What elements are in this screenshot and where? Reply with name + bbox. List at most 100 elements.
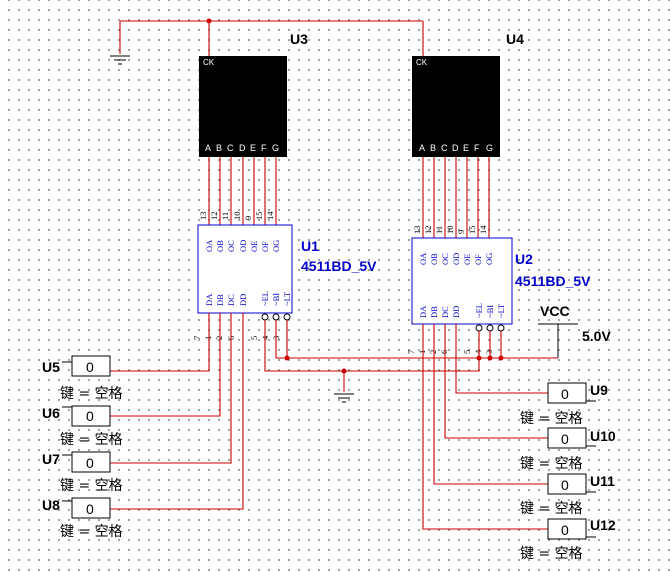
pin-number: 7: [406, 350, 416, 354]
segment-label: F: [474, 143, 480, 153]
pin-name: ~LT: [282, 291, 292, 306]
pin-number: 6: [439, 350, 449, 354]
control-wires: [264, 320, 558, 392]
pin-number: 5: [462, 350, 472, 354]
segment-label: D: [239, 143, 246, 153]
pin-name: OE: [462, 254, 472, 265]
u4-segment-wires: [422, 157, 490, 238]
switch-u10[interactable]: 0: [547, 427, 596, 449]
pin-number: 15: [467, 226, 477, 235]
pin-name: ~BI: [271, 293, 281, 306]
ground-symbol-top: [110, 55, 130, 65]
pin-number: 7: [192, 336, 202, 340]
switch-u8-label: U8: [42, 497, 60, 513]
switch-u5[interactable]: 0: [62, 355, 111, 377]
decoder-u1-part: 4511BD_5V: [301, 258, 377, 274]
switch-u8[interactable]: 0: [62, 497, 111, 519]
display-u4-label: U4: [506, 31, 524, 47]
segment-label: C: [441, 143, 448, 153]
pin-name: OE: [249, 241, 259, 252]
pin-number: 4: [473, 349, 483, 354]
pin-number: 11: [220, 212, 230, 220]
decoder-u1-label: U1: [301, 238, 319, 254]
u3-segment-wires: [208, 157, 277, 225]
pin-number: 1: [203, 336, 213, 340]
pin-name: OG: [484, 253, 494, 265]
switch-value: 0: [86, 408, 94, 424]
pin-name: OB: [429, 253, 439, 265]
segment-label: E: [250, 143, 256, 153]
display-u4[interactable]: CK A B C D E F G: [412, 56, 500, 157]
segment-label: D: [452, 143, 459, 153]
pin-number: 9: [243, 216, 253, 220]
junction-dot: [206, 18, 212, 24]
decoder-u2-label: U2: [515, 251, 533, 267]
pin-name: OD: [451, 253, 461, 265]
segment-label: A: [419, 143, 425, 153]
switch-u5-key: 键 = 空格: [60, 386, 123, 402]
switch-u11[interactable]: 0: [547, 473, 596, 495]
switch-u9-label: U9: [590, 382, 608, 398]
switch-u7-label: U7: [42, 451, 60, 467]
pin-number: 10: [232, 212, 242, 221]
segment-label: G: [272, 143, 279, 153]
u1-output-pins: 13 12 11 10 9 15 14 OA OB OC OD OE OF OG: [198, 211, 281, 252]
pin-name: DB: [429, 306, 439, 318]
switch-u9-key: 键 = 空格: [520, 411, 583, 427]
pin-name: DD: [238, 294, 248, 306]
u2-input-pins: DA DB DC DD ~EL ~BI ~LT 7 1 2 6 5 4 3: [406, 303, 506, 354]
segment-label: B: [430, 143, 436, 153]
u1-control-bubbles: [261, 313, 291, 321]
switch-u5-label: U5: [42, 359, 60, 375]
switch-value: 0: [86, 455, 94, 471]
pin-name: DA: [204, 293, 214, 306]
switch-value: 0: [86, 501, 94, 517]
left-switch-wires: [110, 313, 244, 510]
u2-control-bubbles: [475, 324, 505, 332]
display-clock-label: CK: [203, 58, 215, 67]
pin-number: 13: [412, 226, 422, 235]
switch-u12[interactable]: 0: [547, 518, 596, 540]
pin-name: OC: [226, 240, 236, 252]
switch-value: 0: [561, 522, 569, 538]
decoder-u2-part: 4511BD_5V: [515, 273, 591, 289]
display-u3[interactable]: CK A B C D E F G: [199, 56, 287, 157]
ground-symbol-mid: [334, 393, 354, 403]
switch-u9[interactable]: 0: [547, 382, 596, 404]
switch-u6[interactable]: 0: [62, 405, 111, 427]
switch-u11-key: 键 = 空格: [520, 501, 583, 517]
pin-name: ~EL: [260, 291, 270, 306]
pin-number: 9: [456, 230, 466, 234]
segment-label: E: [463, 143, 469, 153]
pin-number: 12: [209, 212, 219, 221]
segment-label: B: [216, 143, 222, 153]
vcc-supply: [538, 323, 578, 358]
pin-name: DA: [418, 305, 428, 318]
display-clock-label: CK: [416, 58, 428, 67]
segment-label: G: [486, 143, 493, 153]
switch-u10-key: 键 = 空格: [520, 456, 583, 472]
switch-value: 0: [561, 477, 569, 493]
pin-name: OB: [215, 240, 225, 252]
pin-name: DC: [440, 306, 450, 318]
switch-value: 0: [86, 359, 94, 375]
switch-u10-label: U10: [590, 428, 616, 444]
right-switch-wires: [422, 324, 548, 530]
pin-number: 14: [265, 211, 275, 220]
u2-output-pins: 13 12 11 10 9 15 14 OA OB OC OD OE OF OG: [412, 225, 494, 265]
pin-number: 11: [434, 226, 444, 234]
decoder-u1[interactable]: [197, 224, 293, 314]
switch-u8-key: 键 = 空格: [60, 524, 123, 540]
switch-u12-label: U12: [590, 517, 616, 533]
pin-name: OF: [473, 254, 483, 265]
vcc-voltage: 5.0V: [582, 328, 611, 344]
pin-number: 10: [445, 226, 455, 235]
pin-number: 13: [198, 212, 208, 221]
switch-u7[interactable]: 0: [62, 451, 111, 473]
pin-name: DB: [215, 294, 225, 306]
decoder-u2[interactable]: [411, 237, 513, 325]
segment-label: F: [261, 143, 267, 153]
pin-name: OD: [238, 240, 248, 252]
